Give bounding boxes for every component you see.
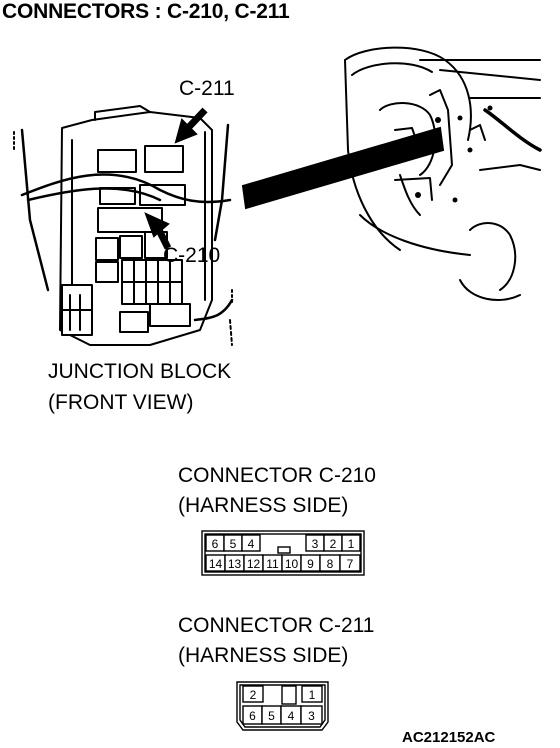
- c210-pin: 11: [266, 557, 279, 571]
- c210-pin: 9: [307, 557, 314, 571]
- c211-pin: 2: [250, 688, 257, 702]
- callout-c211: C-211: [179, 77, 235, 100]
- figure-code: AC212152AC: [402, 729, 496, 746]
- junction-block-label: JUNCTION BLOCK: [48, 360, 232, 383]
- callout-c210: C-210: [163, 244, 221, 267]
- c211-pin-labels: 2 1 6 5 4 3: [249, 688, 316, 723]
- connector-c210-face: [201, 530, 365, 576]
- c210-pin: 4: [248, 537, 255, 551]
- c210-pin: 1: [348, 537, 355, 551]
- c210-pin-labels: 6 5 4 3 2 1 14 13 12 11 10 9 8 7: [209, 537, 355, 571]
- c210-pin: 2: [330, 537, 337, 551]
- c210-pin: 12: [247, 557, 261, 571]
- junction-block-view-label: (FRONT VIEW): [48, 391, 194, 414]
- connector-c210-side: (HARNESS SIDE): [178, 494, 349, 517]
- c210-pin: 6: [212, 537, 219, 551]
- c210-pin: 5: [230, 537, 237, 551]
- connector-c211-title: CONNECTOR C-211: [178, 614, 375, 637]
- page-title: CONNECTORS : C-210, C-211: [2, 0, 290, 23]
- c210-pin: 3: [312, 537, 319, 551]
- c210-pin: 7: [347, 557, 354, 571]
- connector-c211-side: (HARNESS SIDE): [178, 644, 349, 667]
- c210-pin: 8: [327, 557, 334, 571]
- c210-pin: 14: [209, 557, 223, 571]
- c210-pin: 13: [228, 557, 242, 571]
- c211-pin: 5: [268, 709, 275, 723]
- connector-c210-title: CONNECTOR C-210: [178, 464, 376, 487]
- c210-pin: 10: [285, 557, 299, 571]
- connector-c211-face: [236, 681, 329, 731]
- c211-pin: 1: [309, 688, 316, 702]
- c211-pin: 3: [308, 709, 315, 723]
- c211-pin: 6: [249, 709, 256, 723]
- c211-pin: 4: [288, 709, 295, 723]
